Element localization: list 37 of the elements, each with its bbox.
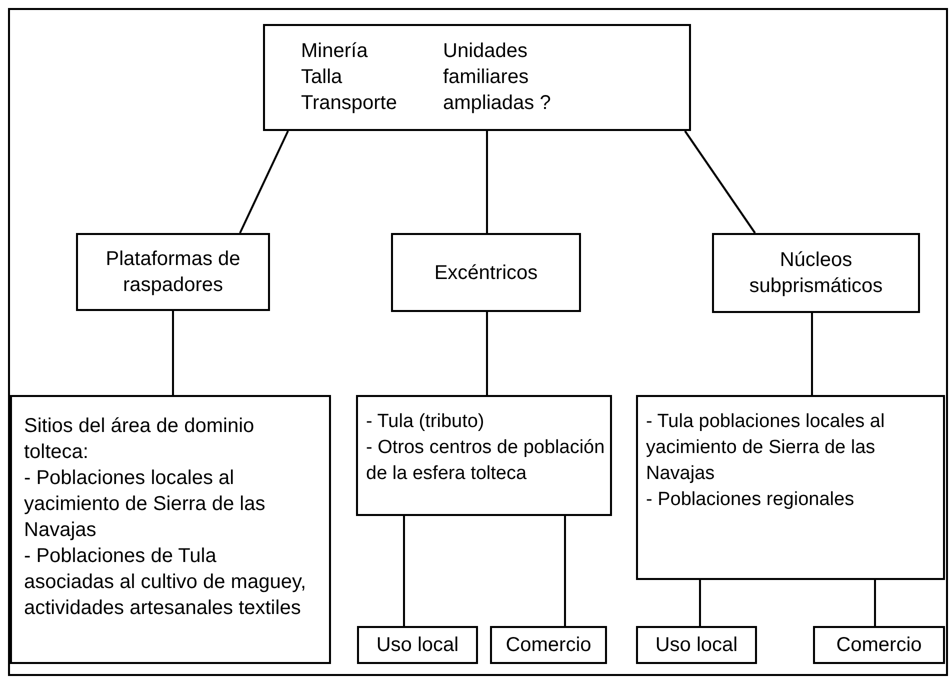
connector-line — [874, 580, 876, 626]
box-text: - Poblaciones de Tula asociadas al cultivo de maguey, actividades artesanales textiles — [24, 544, 308, 621]
connector-line — [564, 516, 566, 626]
connector-line — [486, 131, 488, 233]
box-text: - Tula (tributo) — [366, 410, 486, 434]
box-text: Sitios del área de dominio tolteca: — [24, 414, 256, 465]
text-box — [263, 24, 691, 131]
connector-line — [172, 311, 174, 395]
text-box — [76, 233, 270, 311]
text-box — [356, 395, 612, 516]
box-text: Núcleos subprismáticos — [748, 248, 884, 299]
connector-line — [811, 313, 813, 395]
text-box — [490, 626, 607, 664]
box-text: Comercio — [506, 633, 592, 658]
text-box — [712, 233, 920, 313]
box-text: Comercio — [836, 633, 922, 658]
box-text: Uso local — [655, 633, 738, 658]
box-text: Uso local — [376, 633, 459, 658]
connector-line — [239, 130, 289, 234]
text-box — [636, 626, 757, 664]
box-text: Excéntricos — [434, 260, 538, 286]
box-text: Minería Talla Transporte — [301, 39, 398, 116]
box-text: - Poblaciones locales al yacimiento de Sierra de las Navajas — [24, 466, 266, 543]
connector-line — [486, 312, 488, 395]
connector-line — [699, 580, 701, 626]
box-text: Unidades familiares ampliadas ? — [443, 39, 552, 116]
text-box — [391, 233, 581, 312]
box-text: - Otros centros de población de la esfera tolteca — [366, 436, 606, 486]
text-box — [636, 395, 945, 580]
text-box — [357, 626, 478, 664]
text-box — [813, 626, 945, 664]
text-box — [10, 395, 331, 664]
box-text: Plataformas de raspadores — [104, 247, 242, 298]
box-text: - Poblaciones regionales — [646, 488, 856, 512]
box-text: - Tula poblaciones locales al yacimiento de Sierra de las Navajas — [646, 410, 886, 486]
connector-line — [684, 130, 756, 234]
connector-line — [403, 516, 405, 626]
